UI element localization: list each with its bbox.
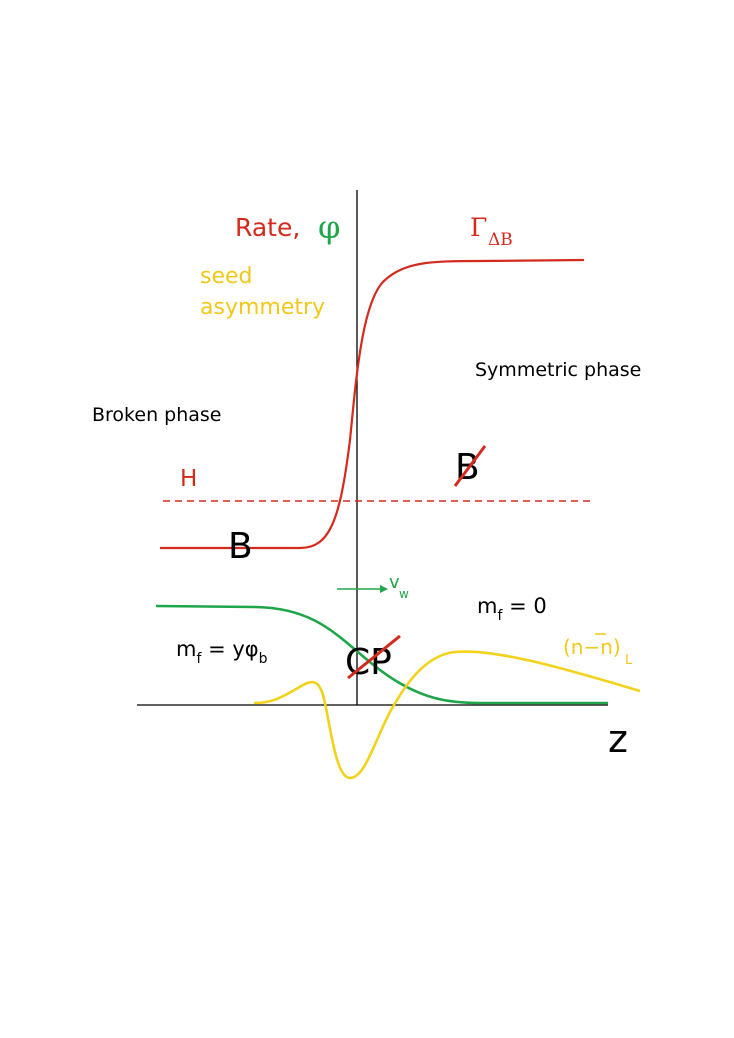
asymmetry-label: asymmetry [200, 295, 325, 320]
wall-velocity-label: v [389, 572, 400, 593]
strike-b-icon [453, 445, 487, 487]
mass-profile-curve [155, 604, 608, 705]
asymmetry-curve [253, 650, 641, 780]
seed-label: seed [200, 264, 253, 289]
chiral-asymmetry-subscript: L [625, 653, 633, 668]
gamma-subscript: ΔB [488, 230, 513, 250]
chiral-asymmetry-label: (n−n) [563, 635, 621, 659]
baryon-label: B [228, 526, 253, 567]
arrow-head-icon [380, 585, 388, 593]
phi-label: φ [318, 208, 340, 246]
wall-velocity-subscript: w [399, 587, 409, 601]
rate-curve [160, 258, 585, 550]
rate-label: Rate, [235, 213, 300, 242]
symmetric-phase-label: Symmetric phase [475, 359, 641, 381]
mf-broken-label: mf = yφb [176, 637, 268, 667]
higgs-label: H [180, 466, 197, 492]
strike-cp-icon [347, 634, 401, 680]
broken-phase-label: Broken phase [92, 404, 221, 426]
z-axis-label: z [608, 717, 628, 761]
gamma-symbol: Γ [470, 213, 487, 242]
mf-zero-label: mf = 0 [477, 594, 547, 624]
